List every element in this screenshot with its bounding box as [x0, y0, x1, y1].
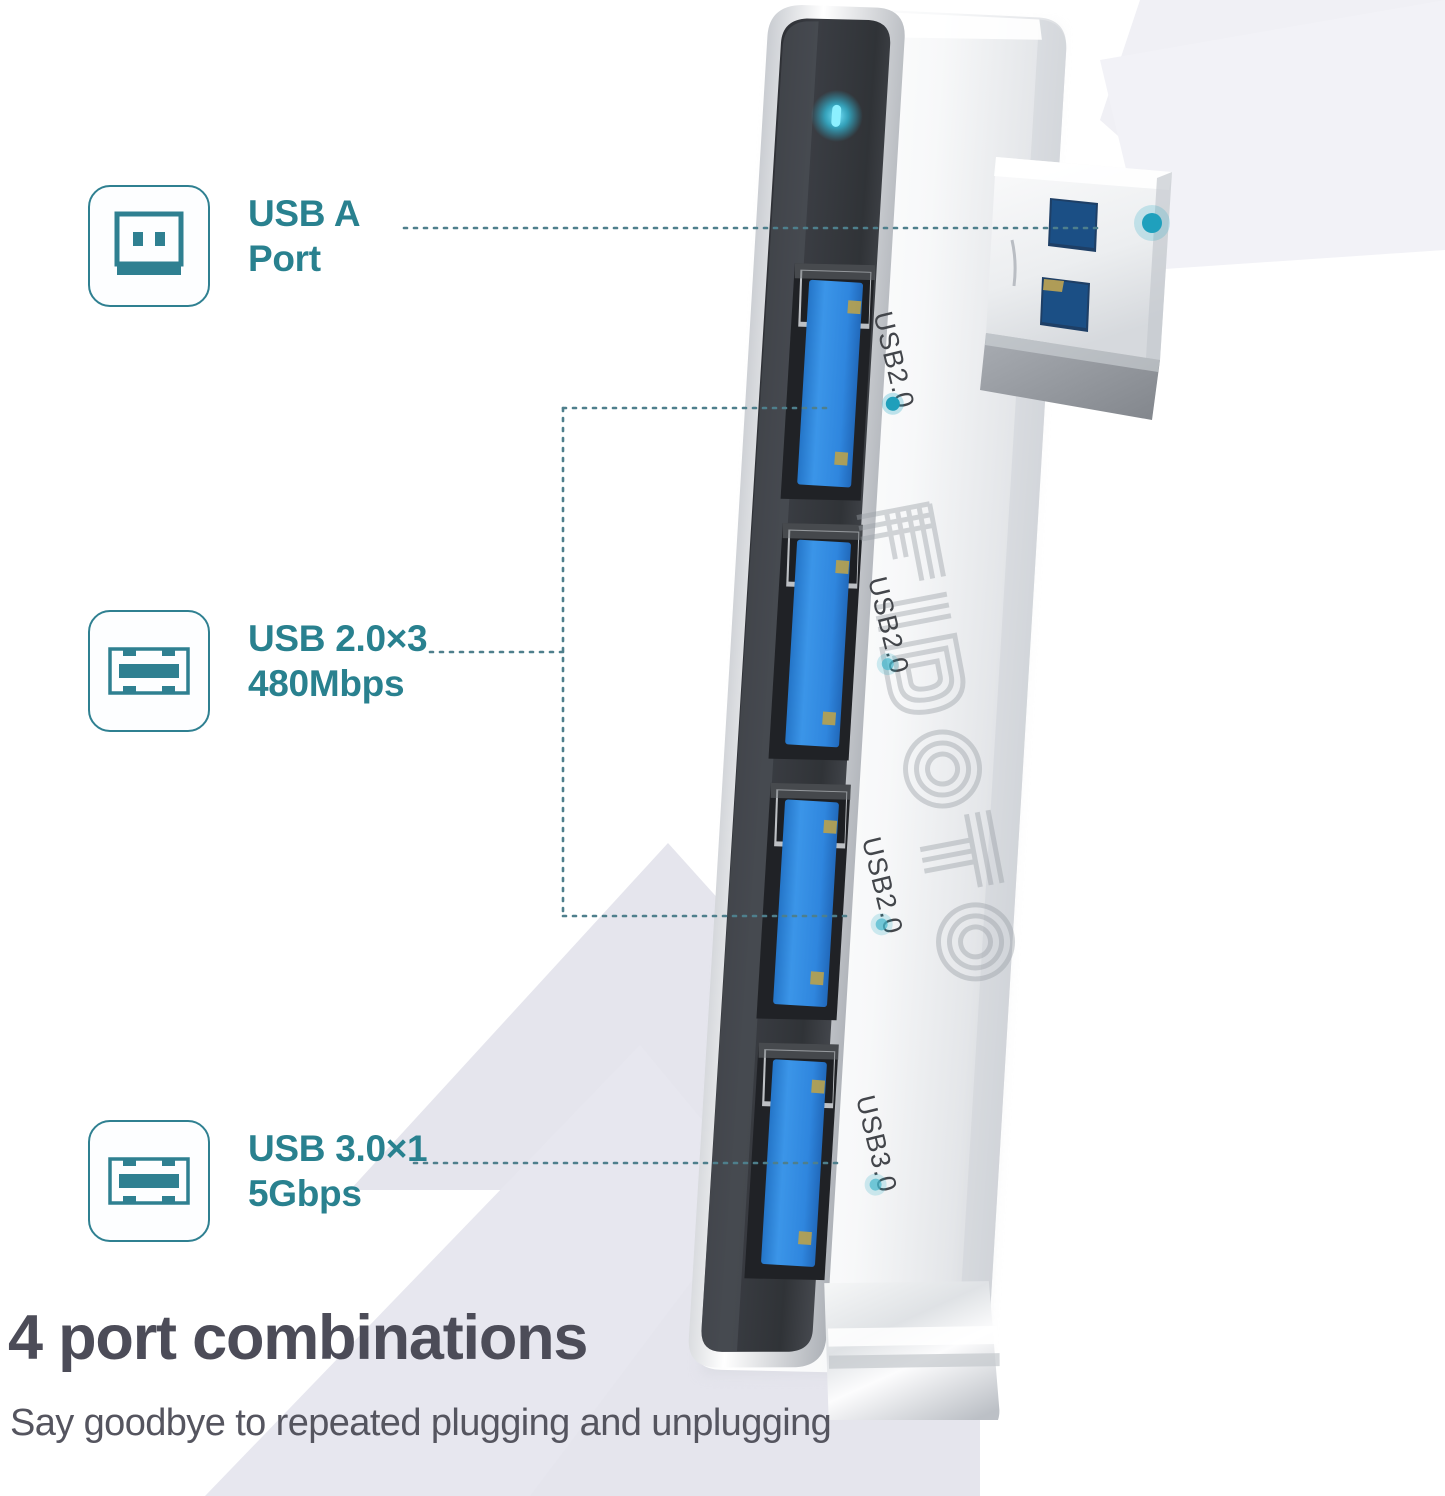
feature-usb-2-ports[interactable]: USB 2.0×3 480Mbps — [88, 610, 428, 732]
usb-a-male-connector — [980, 157, 1172, 420]
usb-2-port-icon — [108, 647, 190, 695]
usb-a-port-icon-box — [88, 185, 210, 307]
usb-port-1 — [780, 263, 875, 501]
feature-usb-3-port[interactable]: USB 3.0×1 5Gbps — [88, 1120, 428, 1242]
feature-label-usb-2: USB 2.0×3 480Mbps — [248, 618, 428, 705]
usb-a-port-icon — [114, 211, 184, 275]
feature-usb-a-port[interactable]: USB A Port — [88, 185, 361, 307]
usb-port-2 — [768, 523, 863, 761]
usb-3-port-icon — [108, 1157, 190, 1205]
usb-hub-device: USB2.0 USB2.0 USB2.0 USB3.0 — [660, 0, 1220, 1438]
usb-2-port-icon-box — [88, 610, 210, 732]
page-headline: 4 port combinations — [8, 1303, 588, 1373]
feature-label-usb-3: USB 3.0×1 5Gbps — [248, 1128, 428, 1215]
page-subheadline: Say goodbye to repeated plugging and unp… — [10, 1402, 832, 1444]
power-led — [831, 104, 842, 127]
device-illustration: USB2.0 USB2.0 USB2.0 USB3.0 — [688, 5, 1172, 1438]
usb-3-port-icon-box — [88, 1120, 210, 1242]
feature-label-usb-a: USB A Port — [248, 193, 361, 280]
